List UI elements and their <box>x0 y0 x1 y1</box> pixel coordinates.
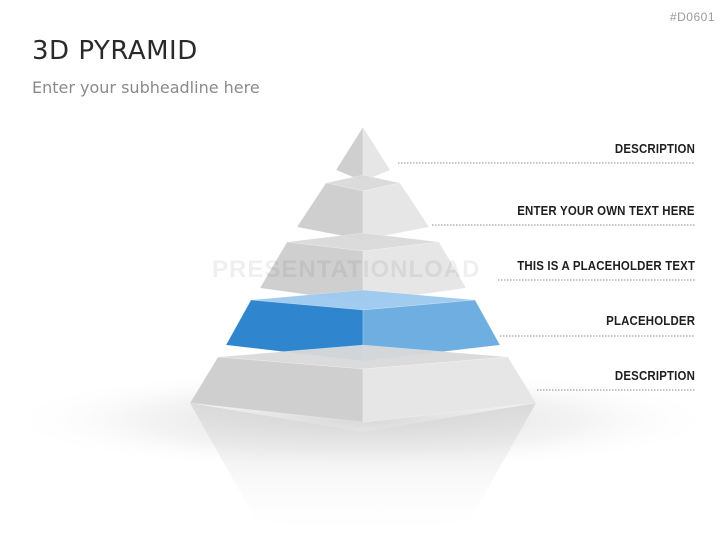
pyramid-tier-2 <box>296 174 430 241</box>
tier-right-face <box>362 125 391 182</box>
tier-right-face <box>362 299 501 362</box>
watermark: PRESENTATIONLOAD <box>212 256 481 283</box>
tier-right-face <box>362 241 467 303</box>
tier-right-face <box>362 182 430 241</box>
pyramid-reflection <box>190 403 536 540</box>
leader-lines <box>398 162 695 391</box>
level-label[interactable]: THIS IS A PLACEHOLDER TEXT <box>517 258 695 273</box>
level-label[interactable]: ENTER YOUR OWN TEXT HERE <box>517 203 695 218</box>
pyramid-tier-1 <box>335 125 391 182</box>
level-label[interactable]: DESCRIPTION <box>614 368 695 383</box>
pyramid-tier-4 <box>225 289 501 362</box>
level-label[interactable]: PLACEHOLDER <box>605 313 695 328</box>
page-title[interactable]: 3D PYRAMID <box>32 36 198 66</box>
pyramid-tiers <box>189 125 537 423</box>
tier-left-face <box>296 182 364 241</box>
pyramid-tier-5 <box>189 344 537 423</box>
level-label[interactable]: DESCRIPTION <box>614 141 695 156</box>
tier-right-face <box>362 356 537 423</box>
tier-left-face <box>335 125 364 182</box>
page-subtitle[interactable]: Enter your subheadline here <box>32 78 260 97</box>
slide-id: #D0601 <box>669 10 715 24</box>
pyramid-tier-3 <box>259 232 467 303</box>
